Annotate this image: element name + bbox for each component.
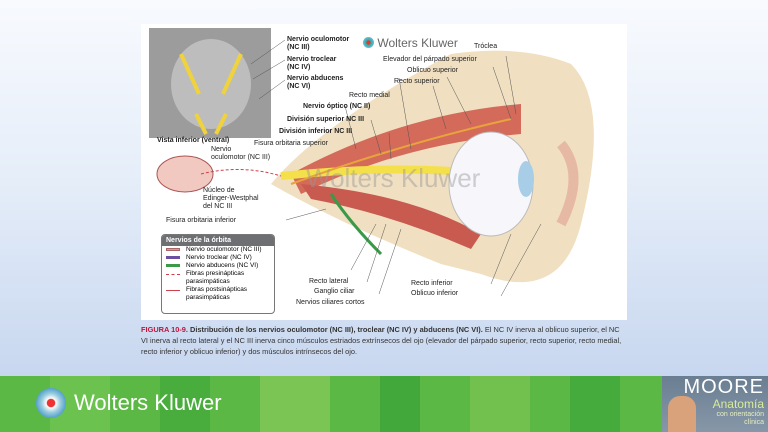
author-portrait	[668, 396, 696, 432]
watermark-center: Wolters Kluwer	[306, 163, 481, 193]
label-troclear-nc: (NC IV)	[287, 64, 311, 71]
label-oculomotor-nc3: oculomotor (NC III)	[211, 154, 271, 161]
label-recto-medial: Recto medial	[349, 92, 390, 99]
label-vista: Vista inferior (ventral)	[157, 137, 230, 144]
midbrain-section	[156, 155, 214, 193]
label-troclea: Tróclea	[474, 43, 498, 50]
label-oblicuo-inf: Oblicuo inferior	[411, 290, 459, 297]
legend-item: Nervio troclear (NC IV)	[162, 254, 274, 262]
orbit-illustration	[149, 28, 594, 297]
label-recto-sup: Recto superior	[394, 78, 440, 85]
label-ganglio: Ganglio ciliar	[314, 288, 355, 295]
label-oculomotor: Nervio oculomotor	[287, 36, 350, 43]
label-fisura-sup: Fisura orbitaria superior	[254, 140, 328, 147]
label-div-sup: División superior NC III	[287, 116, 365, 123]
legend-title: Nervios de la órbita	[162, 235, 274, 246]
label-nucleo-1: Núcleo de	[203, 187, 235, 194]
label-recto-lat: Recto lateral	[309, 278, 349, 285]
label-abducens-nc: (NC VI)	[287, 83, 311, 90]
label-ciliares: Nervios ciliares cortos	[296, 299, 365, 306]
wolters-globe-icon	[36, 388, 66, 418]
label-nervio: Nervio	[211, 146, 232, 153]
label-troclear: Nervio troclear	[287, 56, 337, 63]
legend-item: Fibras presinápticas parasimpáticas	[162, 270, 274, 286]
label-div-inf: División inferior NC III	[279, 128, 353, 135]
book-logo: MOORE Anatomía con orientación clínica	[662, 376, 768, 432]
legend: Nervios de la órbita Nervio oculomotor (…	[161, 234, 275, 314]
label-abducens: Nervio abducens	[287, 75, 344, 82]
legend-item: Nervio abducens (NC VI)	[162, 262, 274, 270]
label-oblicuo-sup: Oblicuo superior	[407, 67, 458, 74]
label-optico: Nervio óptico (NC II)	[303, 103, 371, 110]
label-oculomotor-nc: (NC III)	[287, 44, 310, 51]
label-nucleo-3: del NC III	[203, 203, 233, 210]
wolters-kluwer-logo: Wolters Kluwer	[36, 388, 222, 418]
watermark-logo: Wolters Kluwer	[363, 37, 458, 49]
label-elevador: Elevador del párpado superior	[383, 56, 477, 63]
anatomy-figure: Wolters Kluwer Wolters Kluwer Nervio ocu…	[141, 24, 627, 320]
label-fisura-inf: Fisura orbitaria inferior	[166, 217, 237, 224]
label-nucleo-2: Edinger-Westphal	[203, 195, 259, 202]
figure-caption: FIGURA 10-9. Distribución de los nervios…	[141, 325, 622, 356]
legend-item: Fibras postsinápticas parasimpáticas	[162, 286, 274, 302]
legend-item: Nervio oculomotor (NC III)	[162, 246, 274, 254]
wolters-globe-icon	[363, 37, 374, 48]
label-recto-inf: Recto inferior	[411, 280, 453, 287]
